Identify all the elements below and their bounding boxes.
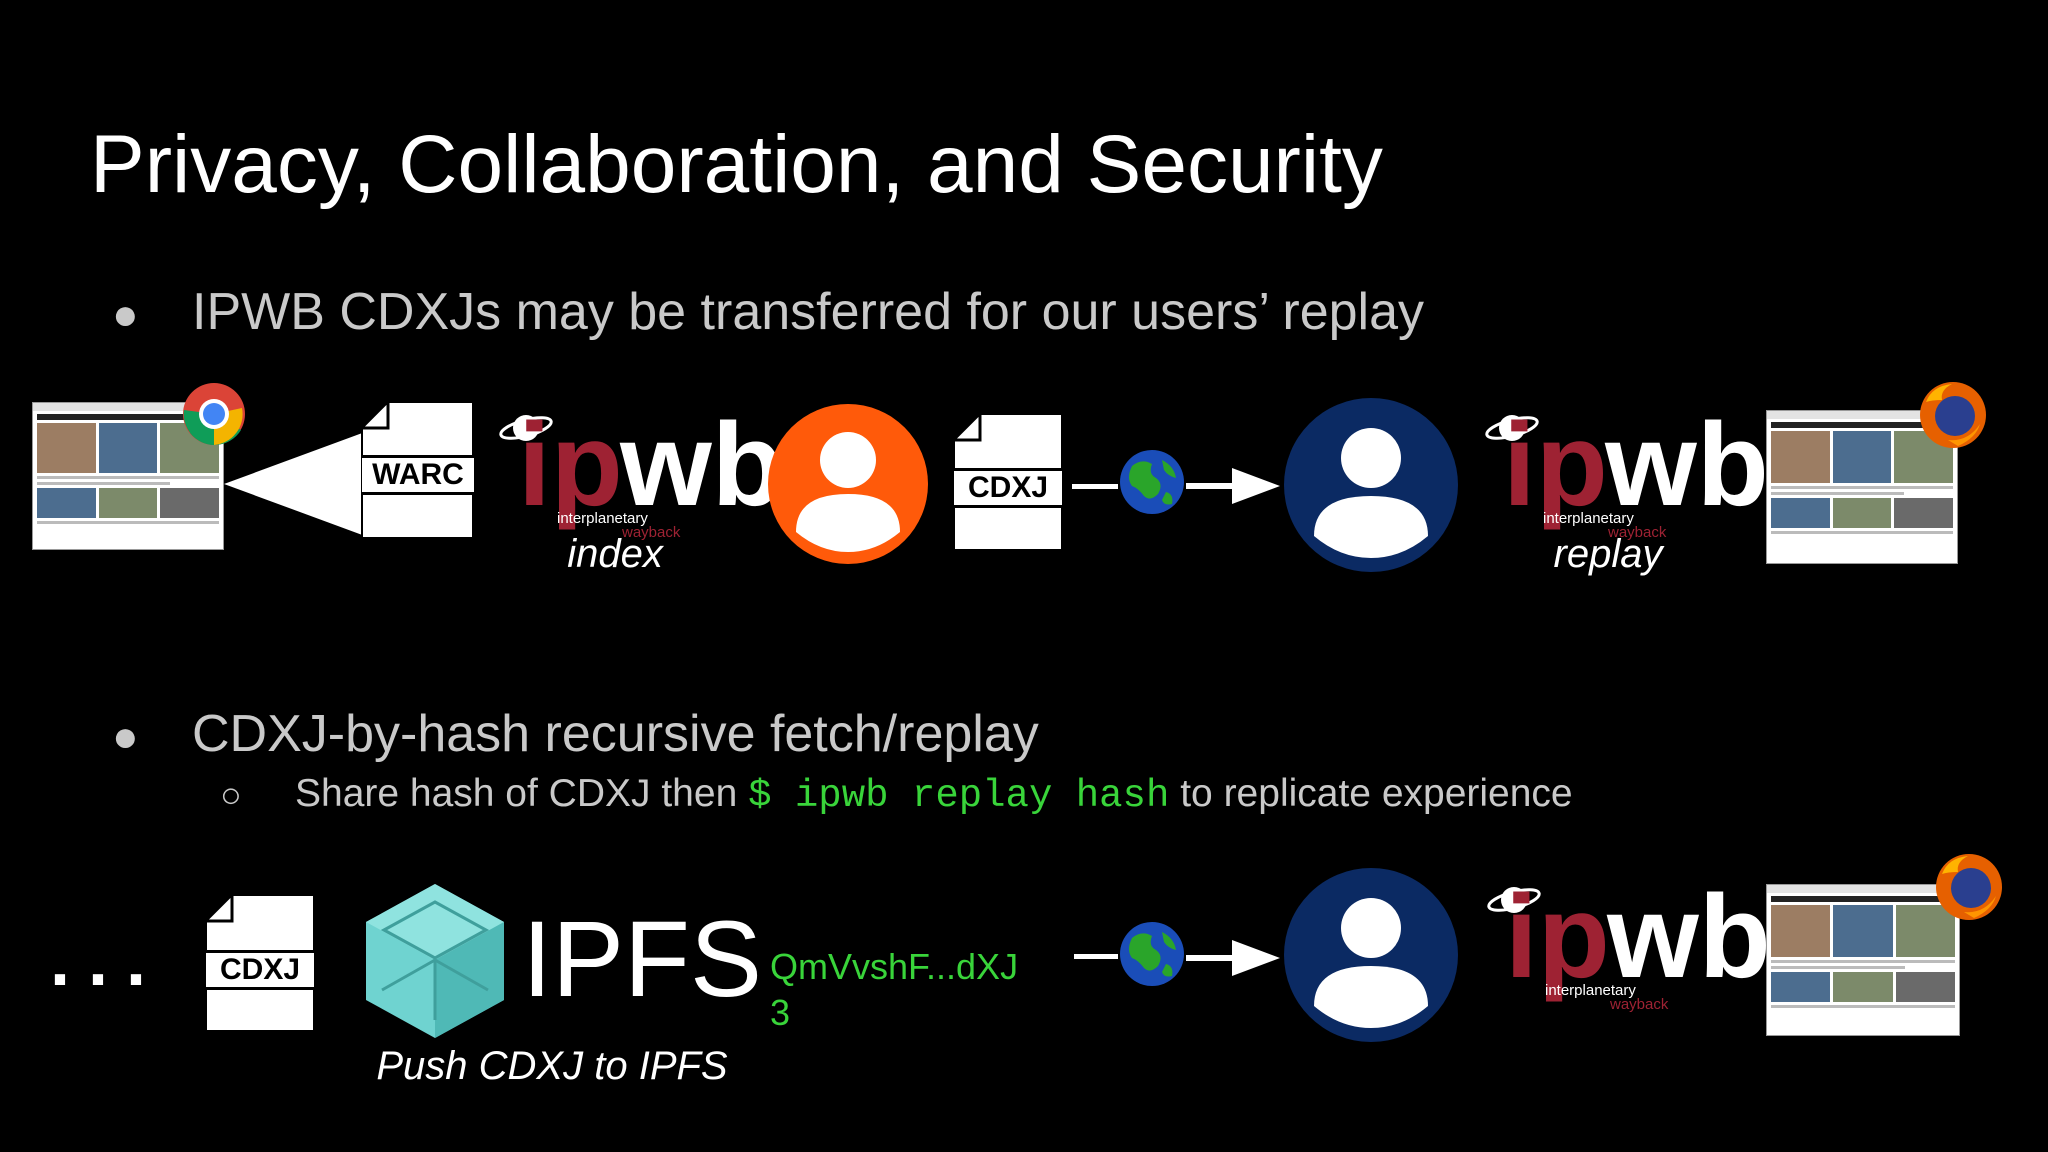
ipfs-cube-icon	[366, 884, 504, 1038]
connector-line	[1074, 954, 1118, 959]
user-icon	[1284, 398, 1458, 572]
sub-bullet-glyph: ○	[220, 774, 242, 815]
satellite-icon	[1487, 887, 1541, 913]
bullet-1: IPWB CDXJs may be transferred for our us…	[192, 283, 1425, 341]
firefox-icon	[1936, 854, 2002, 920]
warc-label: WARC	[362, 455, 474, 495]
bullet-2: CDXJ-by-hash recursive fetch/replay	[192, 705, 1039, 763]
sub-bullet: Share hash of CDXJ then $ ipwb replay ha…	[295, 772, 1573, 818]
chrome-icon	[183, 383, 245, 445]
globe-icon	[1120, 450, 1184, 514]
arrow-right-icon	[1186, 940, 1280, 976]
sub-bullet-suffix: to replicate experience	[1169, 772, 1573, 815]
ipwb-logo-interplanetary: interplanetary	[557, 510, 648, 527]
ipfs-label: IPFS	[522, 898, 763, 1019]
ipwb-logo-ip: ip	[1503, 399, 1608, 531]
ipwb-logo-ip: ip	[518, 399, 623, 531]
ipwb-logo-wb: wb	[1607, 871, 1771, 1003]
hash-line-2: 3	[770, 992, 791, 1033]
hash-line-1: QmVvshF...dXJ	[770, 946, 1019, 987]
satellite-icon	[499, 415, 553, 441]
globe-icon	[1120, 922, 1184, 986]
ipwb-logo-wayback: wayback	[1608, 524, 1667, 541]
sub-bullet-prefix: Share hash of CDXJ then	[295, 772, 749, 815]
bullet-glyph: ●	[112, 290, 139, 339]
slide-title: Privacy, Collaboration, and Security	[90, 119, 1383, 210]
ipwb-logo-interplanetary: interplanetary	[1543, 510, 1634, 527]
cdxj-label: CDXJ	[954, 468, 1062, 508]
index-caption: index	[567, 532, 663, 576]
command-text: $ ipwb replay hash	[748, 774, 1170, 818]
ipwb-logo-ip: ip	[1505, 871, 1610, 1003]
connector-line	[1072, 484, 1118, 489]
arrow-right-icon	[1186, 468, 1280, 504]
satellite-icon	[1485, 415, 1539, 441]
replay-caption: replay	[1553, 532, 1663, 576]
bullet-glyph: ●	[112, 712, 139, 761]
arrow-left-icon	[224, 432, 365, 536]
ipwb-logo-wayback: wayback	[622, 524, 681, 541]
ipwb-logo-wayback: wayback	[1610, 996, 1669, 1013]
user-icon	[1284, 868, 1458, 1042]
ellipsis: ...	[50, 921, 165, 1001]
firefox-icon	[1920, 382, 1986, 448]
cdxj-label: CDXJ	[206, 950, 314, 990]
push-caption: Push CDXJ to IPFS	[376, 1044, 728, 1088]
replayed-page-thumbnail	[1766, 410, 1958, 564]
user-icon	[768, 404, 928, 564]
ipwb-logo-wb: wb	[620, 399, 784, 531]
ipwb-logo-interplanetary: interplanetary	[1545, 982, 1636, 999]
ipwb-logo-wb: wb	[1605, 399, 1769, 531]
replayed-page-thumbnail	[1766, 884, 1960, 1036]
